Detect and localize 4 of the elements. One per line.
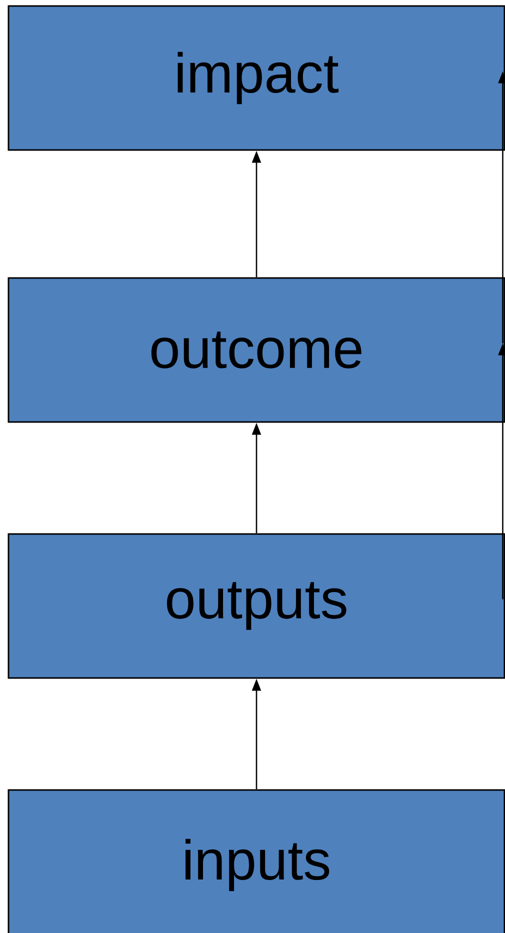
process-box: inputs bbox=[8, 789, 505, 933]
process-box: outcome bbox=[8, 277, 505, 423]
process-box: outputs bbox=[8, 533, 505, 679]
process-box: impact bbox=[8, 5, 505, 151]
